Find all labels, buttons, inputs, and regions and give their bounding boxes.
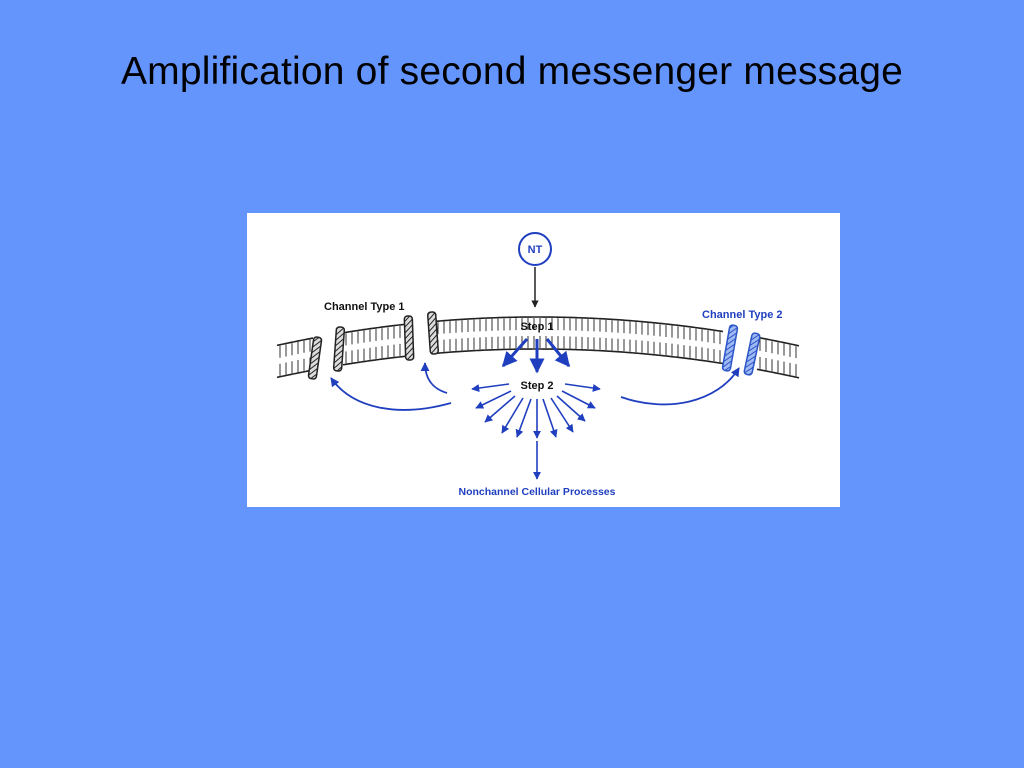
step-1-label: Step 1 (520, 321, 553, 333)
step-2-arrow (564, 383, 601, 392)
curved-arrows (330, 362, 740, 411)
bilayer-edge (434, 348, 724, 365)
step-2-label: Step 2 (520, 380, 553, 392)
curved-arrow-to-channel-2 (620, 367, 740, 406)
nonchannel-processes-label: Nonchannel Cellular Processes (459, 486, 616, 498)
step-2-arrow (484, 395, 516, 423)
bilayer-edge (434, 316, 724, 333)
curved-arrow-to-channel-1-right (420, 362, 448, 394)
curved-arrow-to-channel-1-left (330, 377, 452, 411)
diagram-figure: NT Step 1 Step 2 Channel Type 1 Channel … (247, 213, 840, 507)
bilayer-edge (276, 369, 314, 379)
channel-type-1-protein (307, 311, 440, 380)
step-1-arrow-left (501, 338, 529, 368)
nt-label: NT (528, 244, 543, 256)
step-2-arrow (556, 395, 586, 422)
step-2-arrows (471, 383, 601, 480)
step-2-arrow (501, 397, 524, 434)
step-2-arrow (550, 397, 574, 433)
bilayer-edge (276, 337, 314, 347)
step-2-arrow (561, 390, 596, 409)
channel-type-2-protein (721, 324, 761, 376)
membrane-segment-left (276, 337, 314, 379)
membrane-segment-center (434, 316, 724, 365)
neurotransmitter-node: NT (518, 232, 552, 266)
channel-type-1-label: Channel Type 1 (324, 301, 404, 313)
step-2-arrow (475, 390, 512, 409)
diagram-svg: NT Step 1 Step 2 Channel Type 1 Channel … (276, 232, 800, 498)
bilayer-edge (342, 323, 408, 334)
step-1-arrows (501, 338, 571, 374)
membrane-segment-right (756, 336, 800, 379)
bilayer-edge (342, 355, 408, 366)
bilayer-edge (756, 368, 800, 379)
step-2-arrow (471, 383, 510, 392)
step-2-arrow (515, 398, 532, 438)
channel-type-2-label: Channel Type 2 (702, 309, 782, 321)
bilayer-edge (756, 336, 800, 347)
slide-title: Amplification of second messenger messag… (120, 50, 904, 93)
membrane-segment-channel-1 (342, 323, 408, 366)
step-1-arrow-right (545, 338, 571, 368)
step-2-arrow (542, 398, 558, 438)
